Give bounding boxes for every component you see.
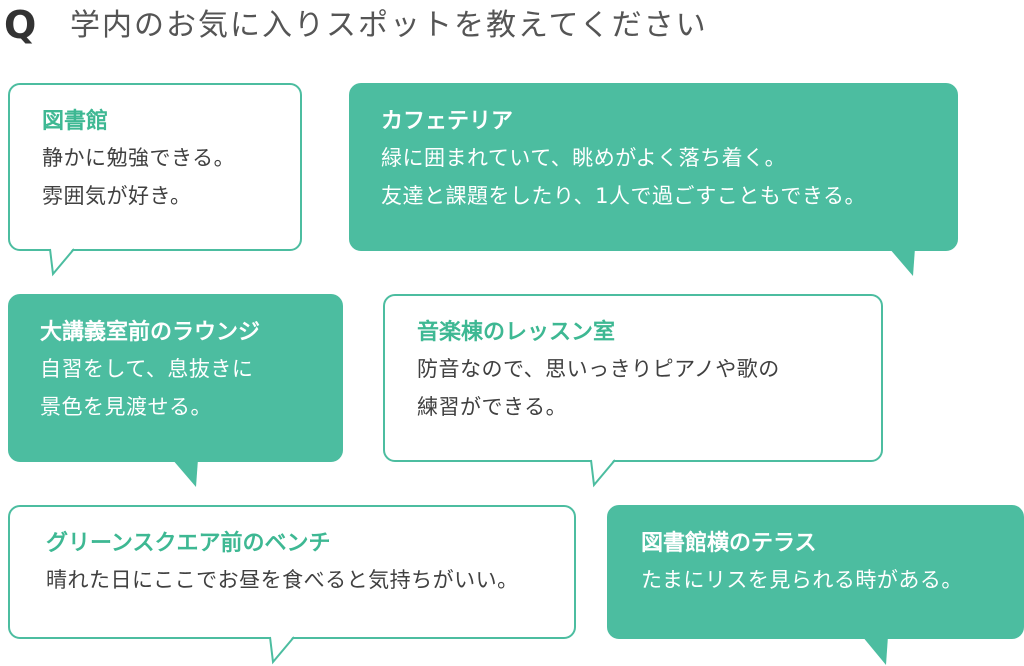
- bubble-text-line: 練習ができる。: [417, 395, 568, 419]
- speech-bubble-tail: [862, 636, 888, 665]
- bubble-text-line: 晴れた日にここでお昼を食べると気持ちがいい。: [46, 568, 519, 592]
- speech-bubble-lounge: 大講義室前のラウンジ 自習をして、息抜きに 景色を見渡せる。: [8, 294, 343, 462]
- question-mark: Q: [4, 3, 37, 47]
- bubble-title: 音楽棟のレッスン室: [417, 320, 616, 345]
- bubble-text-line: 自習をして、息抜きに: [40, 357, 254, 381]
- speech-bubble-tail: [889, 248, 915, 276]
- speech-bubble-terrace: 図書館横のテラス たまにリスを見られる時がある。: [607, 505, 1024, 639]
- speech-bubble-tail: [590, 458, 616, 488]
- speech-bubble-cafeteria: カフェテリア 緑に囲まれていて、眺めがよく落ち着く。 友達と課題をしたり、1人で…: [349, 83, 958, 251]
- speech-bubble-bench: グリーンスクエア前のベンチ 晴れた日にここでお昼を食べると気持ちがいい。: [8, 505, 576, 639]
- speech-bubble-tail: [269, 635, 295, 665]
- bubble-title: カフェテリア: [381, 109, 514, 134]
- bubble-text-line: 防音なので、思いっきりピアノや歌の: [417, 357, 780, 381]
- bubble-text-line: 緑に囲まれていて、眺めがよく落ち着く。: [381, 146, 787, 170]
- question-text: 学内のお気に入りスポットを教えてください: [70, 8, 708, 43]
- bubble-text-line: 友達と課題をしたり、1人で過ごすこともできる。: [381, 184, 866, 208]
- speech-bubble-tail: [172, 459, 198, 487]
- speech-bubble-lesson-room: 音楽棟のレッスン室 防音なので、思いっきりピアノや歌の 練習ができる。: [383, 294, 883, 462]
- bubble-text-line: たまにリスを見られる時がある。: [641, 568, 963, 592]
- bubble-title: 図書館: [42, 109, 109, 134]
- bubble-title: グリーンスクエア前のベンチ: [46, 531, 331, 556]
- bubble-text-line: 景色を見渡せる。: [40, 395, 212, 419]
- bubble-text-line: 雰囲気が好き。: [42, 184, 192, 208]
- bubble-text-line: 静かに勉強できる。: [42, 146, 236, 170]
- bubble-title: 大講義室前のラウンジ: [40, 320, 261, 345]
- speech-bubble-library: 図書館 静かに勉強できる。 雰囲気が好き。: [8, 83, 302, 251]
- bubble-title: 図書館横のテラス: [641, 531, 817, 556]
- speech-bubble-tail: [49, 247, 75, 277]
